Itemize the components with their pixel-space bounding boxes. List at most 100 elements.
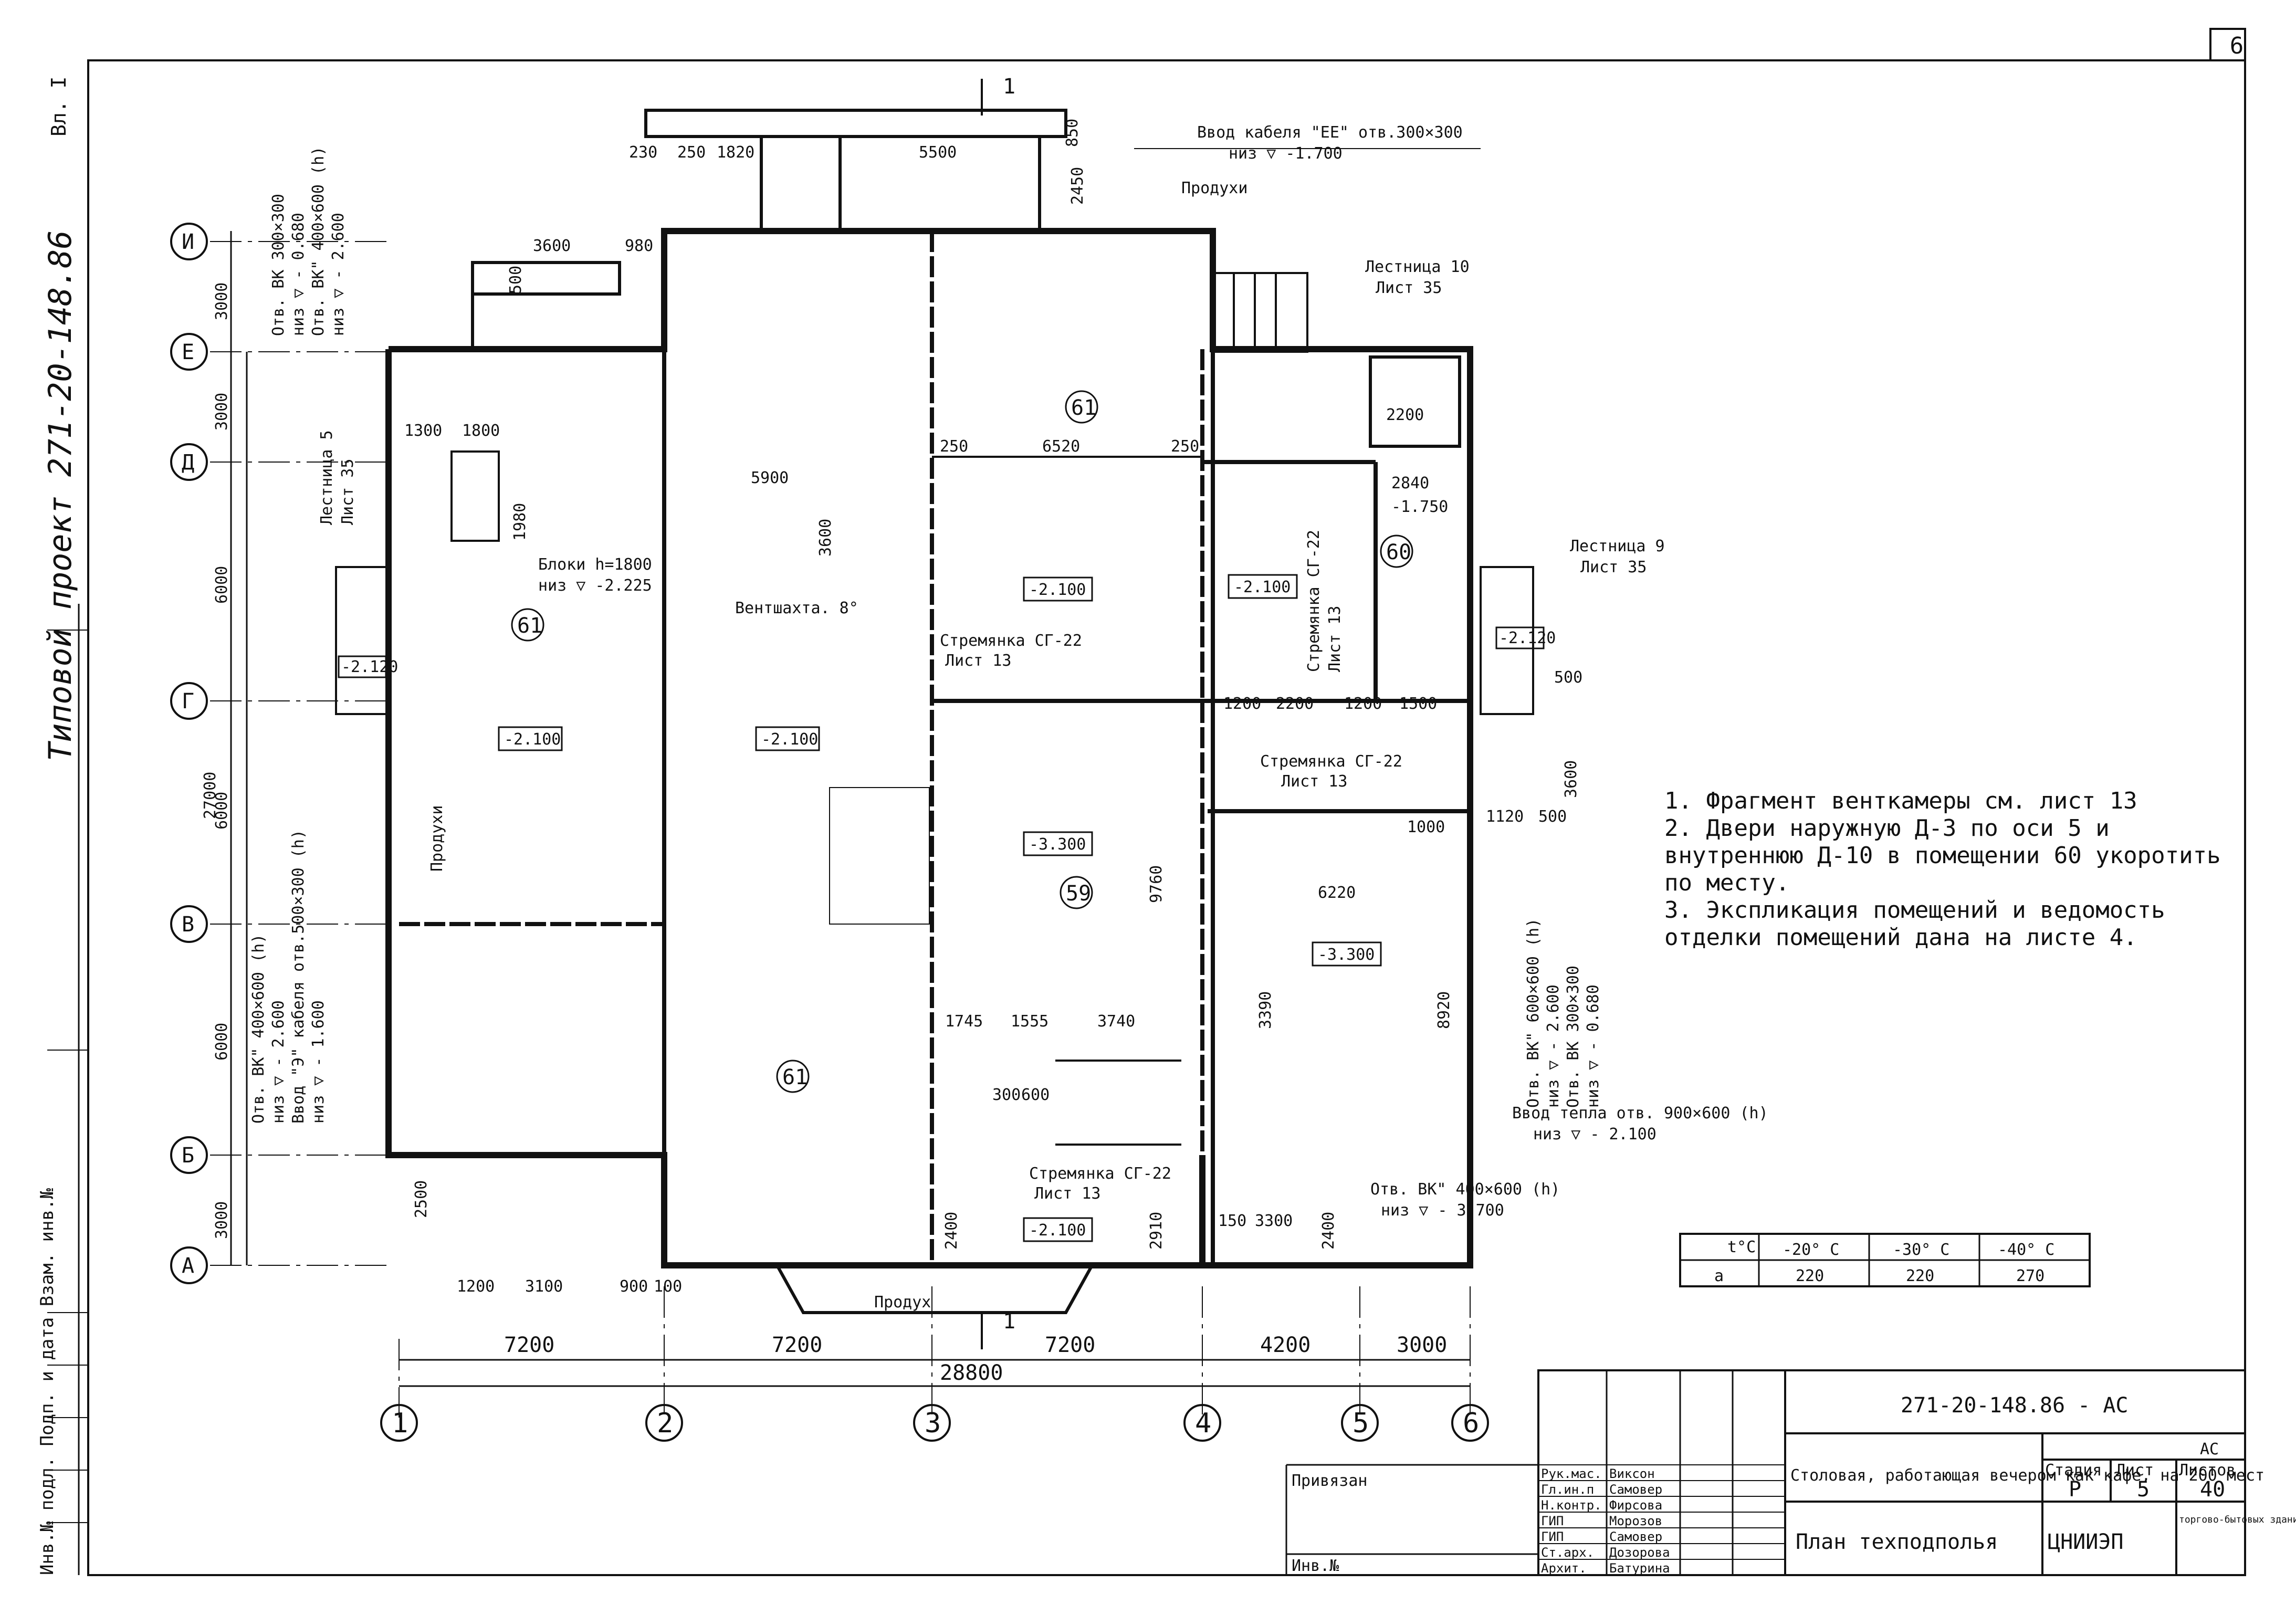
role-4: ГИП	[1541, 1529, 1564, 1544]
doc-code: 271-20-148.86 - АС	[1901, 1393, 2128, 1418]
dim-8: 980	[625, 237, 653, 255]
dim-2: 250	[677, 143, 706, 162]
label-otv-left-bot-4: низ ▽ - 1.600	[309, 1000, 328, 1124]
section-mark-top: 1	[1003, 75, 1015, 99]
level-3: -2.100	[1029, 581, 1086, 599]
room-59: 59	[1066, 882, 1091, 906]
label-blocks-level: низ ▽ -2.225	[538, 576, 652, 595]
axis-col-3: 3	[925, 1408, 941, 1439]
label-stair10: Лестница 10	[1365, 258, 1470, 276]
dim-45: 500	[1538, 808, 1567, 826]
dim-20: 1555	[1011, 1012, 1049, 1031]
dim-31: 2400	[1319, 1212, 1338, 1250]
title-block	[1285, 1369, 2246, 1576]
level-8: -2.120	[341, 658, 398, 676]
dim-37: 1200	[1223, 695, 1261, 713]
page-number: 6	[2229, 33, 2244, 59]
role-1: Гл.ин.п	[1541, 1482, 1594, 1497]
inv-no: Инв.№	[1292, 1557, 1339, 1575]
dim-row-3: 6000	[213, 566, 231, 604]
dim-10: 1300	[404, 422, 442, 440]
level-values: -2.100 -2.100 -2.100 -2.100 -3.300 -3.30…	[341, 498, 1556, 1240]
dim-6: 2450	[1068, 167, 1087, 205]
project-name: Столовая, работающая вечером как кафе, н…	[1790, 1466, 2264, 1485]
dim-row-total: 27000	[201, 772, 219, 819]
dim-14: 3600	[816, 519, 835, 557]
label-otv-left-top-4: низ ▽ - 2.600	[329, 213, 348, 336]
level-7: -2.100	[1029, 1221, 1086, 1240]
label-ladder3-sheet: Лист 13	[1281, 772, 1347, 791]
dim-7: 3600	[533, 237, 571, 255]
section-mark-bottom: 1	[1003, 1309, 1015, 1334]
dim-15: 250	[940, 437, 968, 456]
label-otv-left-bot-1: Отв. ВК" 400×600 (h)	[249, 934, 268, 1124]
dim-row-6: 3000	[213, 1201, 231, 1239]
dim-40: 1500	[1399, 695, 1437, 713]
temp-header-3: -40° С	[1998, 1241, 2054, 1259]
label-ladder3: Стремянка СГ-22	[1260, 752, 1402, 771]
label-heat-entry: Ввод тепла отв. 900×600 (h)	[1512, 1104, 1768, 1123]
label-otv-right-2: низ ▽ - 2.600	[1544, 984, 1563, 1108]
outer-walls	[385, 228, 1473, 1268]
name-2: Фирсова	[1609, 1498, 1662, 1513]
temp-row-2: 220	[1906, 1267, 1934, 1285]
dim-span-3: 7200	[1045, 1333, 1095, 1357]
dim-32: 1200	[457, 1277, 495, 1296]
label-stair9: Лестница 9	[1570, 537, 1665, 555]
role-0: Рук.мас.	[1541, 1466, 1602, 1481]
stairs	[335, 272, 1534, 715]
label-otv-bk-bottom-level: низ ▽ - 3.700	[1381, 1201, 1504, 1220]
column-axis-bubbles: 1 2 3 4 5 6	[380, 1404, 1489, 1442]
dim-35: 100	[654, 1277, 682, 1296]
dim-span-1: 7200	[504, 1333, 554, 1357]
dim-29: 150	[1218, 1212, 1246, 1230]
name-6: Батурина	[1609, 1561, 1670, 1576]
dim-span-4: 4200	[1260, 1333, 1310, 1357]
note-2: 2. Двери наружную Д-3 по оси 5 и внутрен…	[1664, 815, 2221, 896]
label-cable-entry-level: низ ▽ -1.700	[1229, 144, 1343, 163]
label-otv-left-top-2: низ ▽ - 0.680	[289, 213, 308, 336]
dim-28: 2910	[1147, 1212, 1166, 1250]
name-0: Виксон	[1609, 1466, 1655, 1481]
label-otv-bk-bottom: Отв. ВК" 400×600 (h)	[1370, 1180, 1560, 1199]
name-3: Морозов	[1609, 1514, 1662, 1528]
label-vent-shaft: Вентшахта. 8°	[735, 599, 858, 617]
dim-span-5: 3000	[1397, 1333, 1447, 1357]
inner-dimensions: 230 250 1820 5500 850 2450 3600 980 500 …	[404, 119, 1582, 1296]
top-vent-ducts	[471, 109, 1094, 1314]
temp-row-1: 220	[1796, 1267, 1824, 1285]
dim-27: 2400	[942, 1212, 961, 1250]
label-ladder4: Стремянка СГ-22	[1029, 1165, 1171, 1183]
level-1: -2.100	[504, 730, 561, 749]
level-boxes	[338, 574, 1545, 1242]
dim-row-5: 6000	[213, 1023, 231, 1061]
level-5: -3.300	[1029, 835, 1086, 854]
axis-col-1: 1	[392, 1408, 408, 1439]
org-name: ЦНИИЭП	[2048, 1530, 2124, 1554]
column-span-dims: 7200 7200 7200 4200 3000 28800	[504, 1333, 1447, 1385]
dim-23: 8920	[1435, 991, 1453, 1029]
dim-row-2: 3000	[213, 393, 231, 431]
dim-39: 1200	[1344, 695, 1382, 713]
label-ladder1-sheet: Лист 13	[945, 652, 1011, 670]
label-stair9-sheet: Лист 35	[1580, 558, 1647, 576]
temp-header-2: -30° С	[1893, 1241, 1949, 1259]
room-numbers: 61 61 61 60 59	[511, 390, 1413, 1093]
room-61-c: 61	[782, 1065, 808, 1089]
room-61-a: 61	[1071, 396, 1096, 420]
level-4: -2.100	[1234, 578, 1291, 596]
dim-row-1: 3000	[213, 282, 231, 320]
axis-row-b: Б	[182, 1144, 194, 1168]
dim-column-total: 28800	[940, 1361, 1003, 1385]
role-3: ГИП	[1541, 1514, 1564, 1528]
general-notes: 1. Фрагмент венткамеры см. лист 13 2. Дв…	[1664, 788, 2252, 951]
label-stair5-sheet: Лист 35	[339, 459, 357, 525]
dim-11: 1800	[462, 422, 500, 440]
temp-header-1: -20° С	[1783, 1241, 1839, 1259]
dim-3: 1820	[717, 143, 754, 162]
label-ladder4-sheet: Лист 13	[1034, 1184, 1100, 1203]
note-3: 3. Экспликация помещений и ведомость отд…	[1664, 897, 2165, 951]
side-stamp-grid	[47, 630, 88, 1523]
label-otv-right-3: Отв. ВК 300×300	[1564, 966, 1582, 1108]
